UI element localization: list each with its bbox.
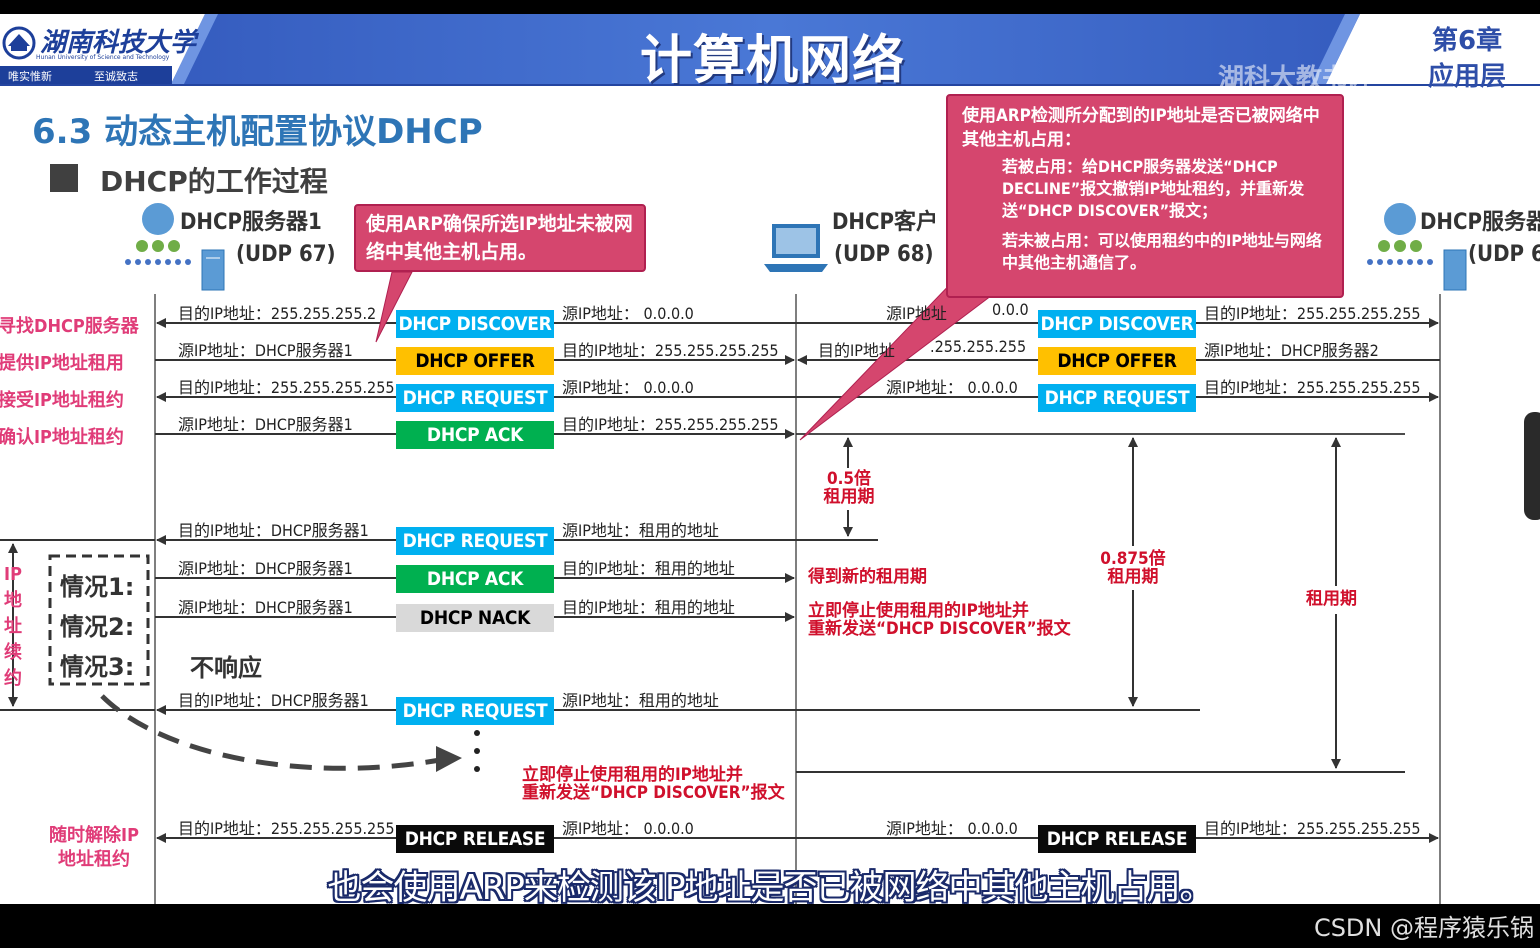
phase-discover: 寻找DHCP服务器 [0,316,139,337]
server2-name: DHCP服务器 [1420,210,1540,235]
label-dst-broadcast-1: 目的IP地址：255.255.255.2 [178,304,377,323]
no-response-label: 不响应 [190,654,262,682]
label-dst-broadcast-right-2: 目的IP地址：255.255.255.255 [1204,378,1421,397]
label-dst-broadcast-3: 目的IP地址：255.255.255.255 [178,378,395,397]
label-src-zero-1: 源IP地址： 0.0.0.0 [562,304,694,323]
label-dst-broadcast-2: 目的IP地址：255.255.255.255 [562,341,779,360]
side-scroll-handle[interactable] [1524,412,1540,520]
label-src-zero-right-tail: 0.0.0 [992,300,1029,319]
label-src-server1-2: 源IP地址：DHCP服务器1 [178,415,353,434]
label-src-leased-case3: 源IP地址：租用的地址 [562,691,719,710]
release-phase-label: 随时解除IP地址租约 [49,825,139,870]
msg-request-renew: DHCP REQUEST [396,527,554,555]
server1-icon [125,203,225,291]
chapter-name: 应用层 [1428,62,1507,92]
msg-nack: DHCP NACK [396,604,554,632]
phase-ack: 确认IP地址租约 [0,427,124,448]
callout-left: 使用ARP确保所选IP地址未被网络中其他主机占用。 [354,204,646,272]
top-black-bar [0,0,1540,14]
course-title: 计算机网络 [640,31,906,91]
label-src-zero-release-1: 源IP地址： 0.0.0.0 [562,819,694,838]
lease-period-label: 租用期 [1306,589,1357,609]
new-lease-label: 得到新的租用期 [808,567,927,587]
callout-right: 使用ARP检测所分配到的IP地址是否已被网络中其他主机占用： 若被占用：给DHC… [946,94,1344,298]
phase-request: 接受IP地址租约 [0,390,124,411]
label-src-server1-nack: 源IP地址：DHCP服务器1 [178,598,353,617]
motto-left: 唯实惟新 [8,70,52,83]
msg-release-2: DHCP RELEASE [1038,825,1196,853]
callout-left-tail [375,271,413,343]
university-english-name: Hunan University of Science and Technolo… [36,54,170,61]
seven-eighths-lease-label: 0.875倍租用期 [1100,549,1166,587]
university-name: 湖南科技大学 [40,28,197,58]
motto-right: 至诚致志 [94,70,138,83]
stop-nack-line1: 立即停止使用租用的IP地址并 [808,601,1029,621]
msg-ack-1: DHCP ACK [396,421,554,449]
stop-nack-line2: 重新发送“DHCP DISCOVER”报文 [808,619,1071,639]
label-src-zero-2: 源IP地址： 0.0.0.0 [562,378,694,397]
msg-request-case3: DHCP REQUEST [396,697,554,725]
msg-release-1: DHCP RELEASE [396,825,554,853]
phase-offer: 提供IP地址租用 [0,353,124,374]
msg-offer-1: DHCP OFFER [396,347,554,375]
bullet-square-icon [50,164,78,192]
laptop-icon [764,224,828,272]
label-dst-leased-ack: 目的IP地址：租用的地址 [562,559,735,578]
label-dst-broadcast-release-1: 目的IP地址：255.255.255.255 [178,819,395,838]
msg-request-2: DHCP REQUEST [1038,384,1196,412]
stop-case3-line2: 重新发送“DHCP DISCOVER”报文 [522,783,785,803]
msg-ack-renew: DHCP ACK [396,565,554,593]
label-src-leased-renew: 源IP地址：租用的地址 [562,521,719,540]
watermark-text: 湖科大教书匠 [1218,64,1375,94]
label-dst-broadcast-4: 目的IP地址：255.255.255.255 [562,415,779,434]
subtitle: DHCP的工作过程 [100,165,328,198]
label-dst-broadcast-release-2: 目的IP地址：255.255.255.255 [1204,819,1421,838]
bottom-black-bar: CSDN @程序猿乐锅 [0,904,1540,948]
video-subtitle: 也会使用ARP来检测该IP地址是否已被网络中其他主机占用。 [327,868,1214,904]
label-src-zero-right-cut: 源IP地址 [886,304,947,323]
callout-right-sub2: 若未被占用：可以使用租约中的IP地址与网络中其他主机通信了。 [1002,231,1322,272]
label-dst-server1-case3: 目的IP地址：DHCP服务器1 [178,691,369,710]
label-src-zero-right-2: 源IP地址： 0.0.0.0 [886,378,1018,397]
section-title: 6.3 动态主机配置协议DHCP [32,112,483,152]
callout-right-main: 使用ARP检测所分配到的IP地址是否已被网络中其他主机占用： [962,106,1320,150]
label-dst-broadcast-right-1: 目的IP地址：255.255.255.255 [1204,304,1421,323]
callout-right-sub1: 若被占用：给DHCP服务器发送“DHCP DECLINE”报文撤销IP地址租约，… [1002,157,1305,220]
university-logo-icon [2,26,36,60]
csdn-watermark: CSDN @程序猿乐锅 [1313,914,1534,942]
callout-right-tail [799,274,1021,441]
label-src-server1-ack: 源IP地址：DHCP服务器1 [178,559,353,578]
msg-request-1: DHCP REQUEST [396,384,554,412]
case2-label: 情况2: [60,613,135,641]
server2-icon [1367,203,1467,291]
slide-header: 湖南科技大学 Hunan University of Science and T… [0,14,1540,94]
label-src-zero-release-2: 源IP地址： 0.0.0.0 [886,819,1018,838]
half-lease-label: 0.5倍租用期 [823,469,875,507]
label-src-server2: 源IP地址：DHCP服务器2 [1204,341,1379,360]
case3-label: 情况3: [60,653,135,681]
label-dst-ip-right-tail: .255.255.255 [930,337,1027,356]
chapter-number: 第6章 [1432,26,1503,56]
server1-port: (UDP 67) [236,242,336,267]
label-dst-leased-nack: 目的IP地址：租用的地址 [562,598,735,617]
server1-name: DHCP服务器1 [180,210,322,235]
case1-label: 情况1: [60,573,135,601]
stop-case3-line1: 立即停止使用租用的IP地址并 [522,765,743,785]
msg-discover-2: DHCP DISCOVER [1038,310,1196,338]
ip-renewal-label: IP地址续约 [4,564,22,689]
server2-port: (UDP 6 [1468,242,1540,267]
client-name: DHCP客户 [832,210,939,235]
msg-offer-2: DHCP OFFER [1038,347,1196,375]
label-dst-server1-renew: 目的IP地址：DHCP服务器1 [178,521,369,540]
msg-discover-1: DHCP DISCOVER [396,310,554,338]
label-dst-ip-right-cut: 目的IP地址 [818,341,895,360]
client-port: (UDP 68) [834,242,934,267]
slide: 湖南科技大学 Hunan University of Science and T… [0,14,1540,904]
label-src-server1-1: 源IP地址：DHCP服务器1 [178,341,353,360]
